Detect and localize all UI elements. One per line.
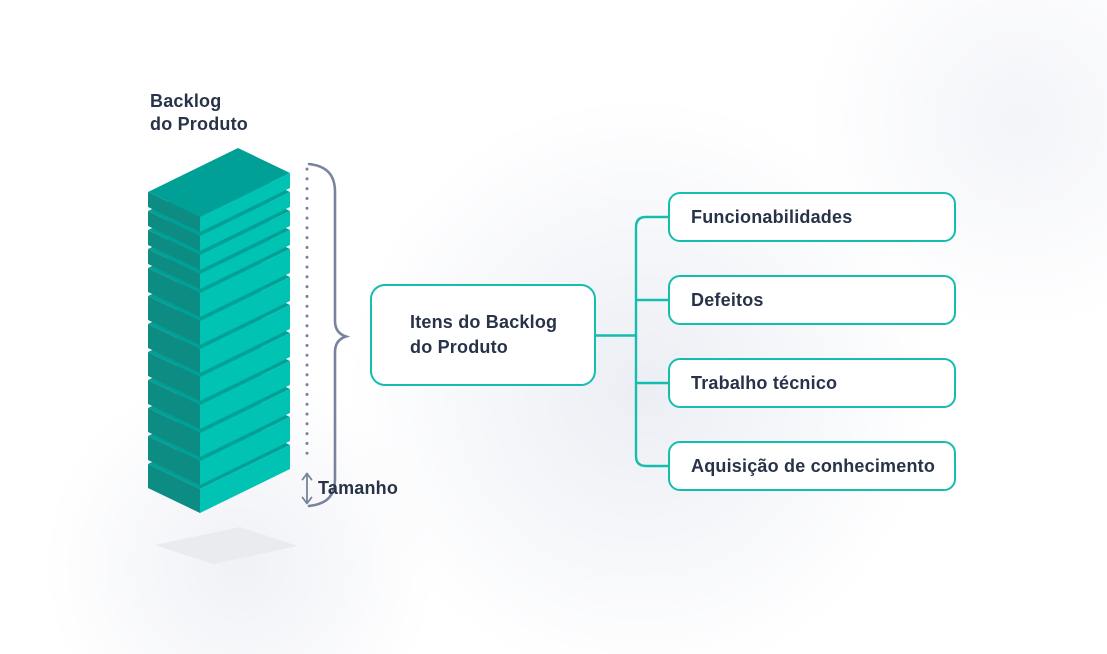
node-defeitos: Defeitos	[668, 275, 956, 325]
product-backlog-stack	[148, 148, 290, 513]
stack-layer-7-left-face	[148, 324, 200, 373]
stack-layer-7-right-face	[200, 305, 290, 373]
stack-layer-9-right-face	[200, 361, 290, 429]
stack-layer-5-left-face	[148, 268, 200, 317]
node-funcionabilidades: Funcionabilidades	[668, 192, 956, 242]
node-defeitos-label: Defeitos	[691, 289, 764, 310]
stack-layer-11-right-face	[200, 417, 290, 485]
node-backlog-items-line2: do Produto	[410, 337, 508, 357]
stack-layer-4-left-face	[148, 249, 200, 289]
stack-layer-5-right-face	[200, 249, 290, 317]
node-backlog-items-line1: Itens do Backlog	[410, 312, 558, 332]
node-aquisicao-conhecimento: Aquisição de conhecimento	[668, 441, 956, 491]
stack-layer-8-right-face	[200, 333, 290, 401]
stack-layer-11-left-face	[148, 436, 200, 485]
stack-layer-10-left-face	[148, 408, 200, 457]
stack-layer-1-top-face	[148, 148, 290, 217]
stack-layer-8-left-face	[148, 352, 200, 401]
stack-layer-12-right-face	[200, 445, 290, 513]
stack-layer-6-left-face	[148, 296, 200, 345]
stack-title-line1: Backlog	[150, 91, 222, 111]
node-backlog-items: Itens do Backlog do Produto	[370, 284, 596, 386]
node-trabalho-tecnico: Trabalho técnico	[668, 358, 956, 408]
stack-layer-12-left-face	[148, 464, 200, 513]
stack-title: Backlog do Produto	[150, 90, 248, 136]
stack-layer-6-right-face	[200, 277, 290, 345]
stack-layer-2-right-face	[200, 192, 290, 251]
node-funcionabilidades-label: Funcionabilidades	[691, 206, 853, 227]
connector-trunk	[634, 215, 668, 468]
connector-lines	[596, 215, 668, 468]
stack-layer-3-right-face	[200, 211, 290, 270]
size-label: Tamanho	[318, 478, 399, 498]
stack-shadow	[155, 527, 298, 564]
stack-layer-9-left-face	[148, 380, 200, 429]
stack-title-line2: do Produto	[150, 114, 248, 134]
size-brace	[307, 162, 351, 508]
stack-layer-3-left-face	[148, 230, 200, 270]
node-aquisicao-conhecimento-label: Aquisição de conhecimento	[691, 455, 936, 476]
node-trabalho-tecnico-label: Trabalho técnico	[691, 372, 838, 393]
stack-layer-10-right-face	[200, 389, 290, 457]
stack-layer-1-left-face	[148, 192, 200, 232]
stack-layer-4-right-face	[200, 230, 290, 289]
size-arrow-icon	[301, 472, 313, 505]
stack-layer-2-left-face	[148, 211, 200, 251]
stack-layer-1-right-face	[200, 173, 290, 232]
